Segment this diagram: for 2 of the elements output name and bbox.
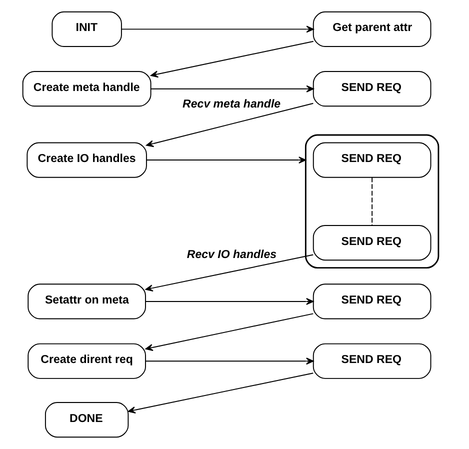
edge-label: Recv IO handles: [186, 248, 277, 261]
edge-label: Recv meta handle: [182, 98, 281, 111]
